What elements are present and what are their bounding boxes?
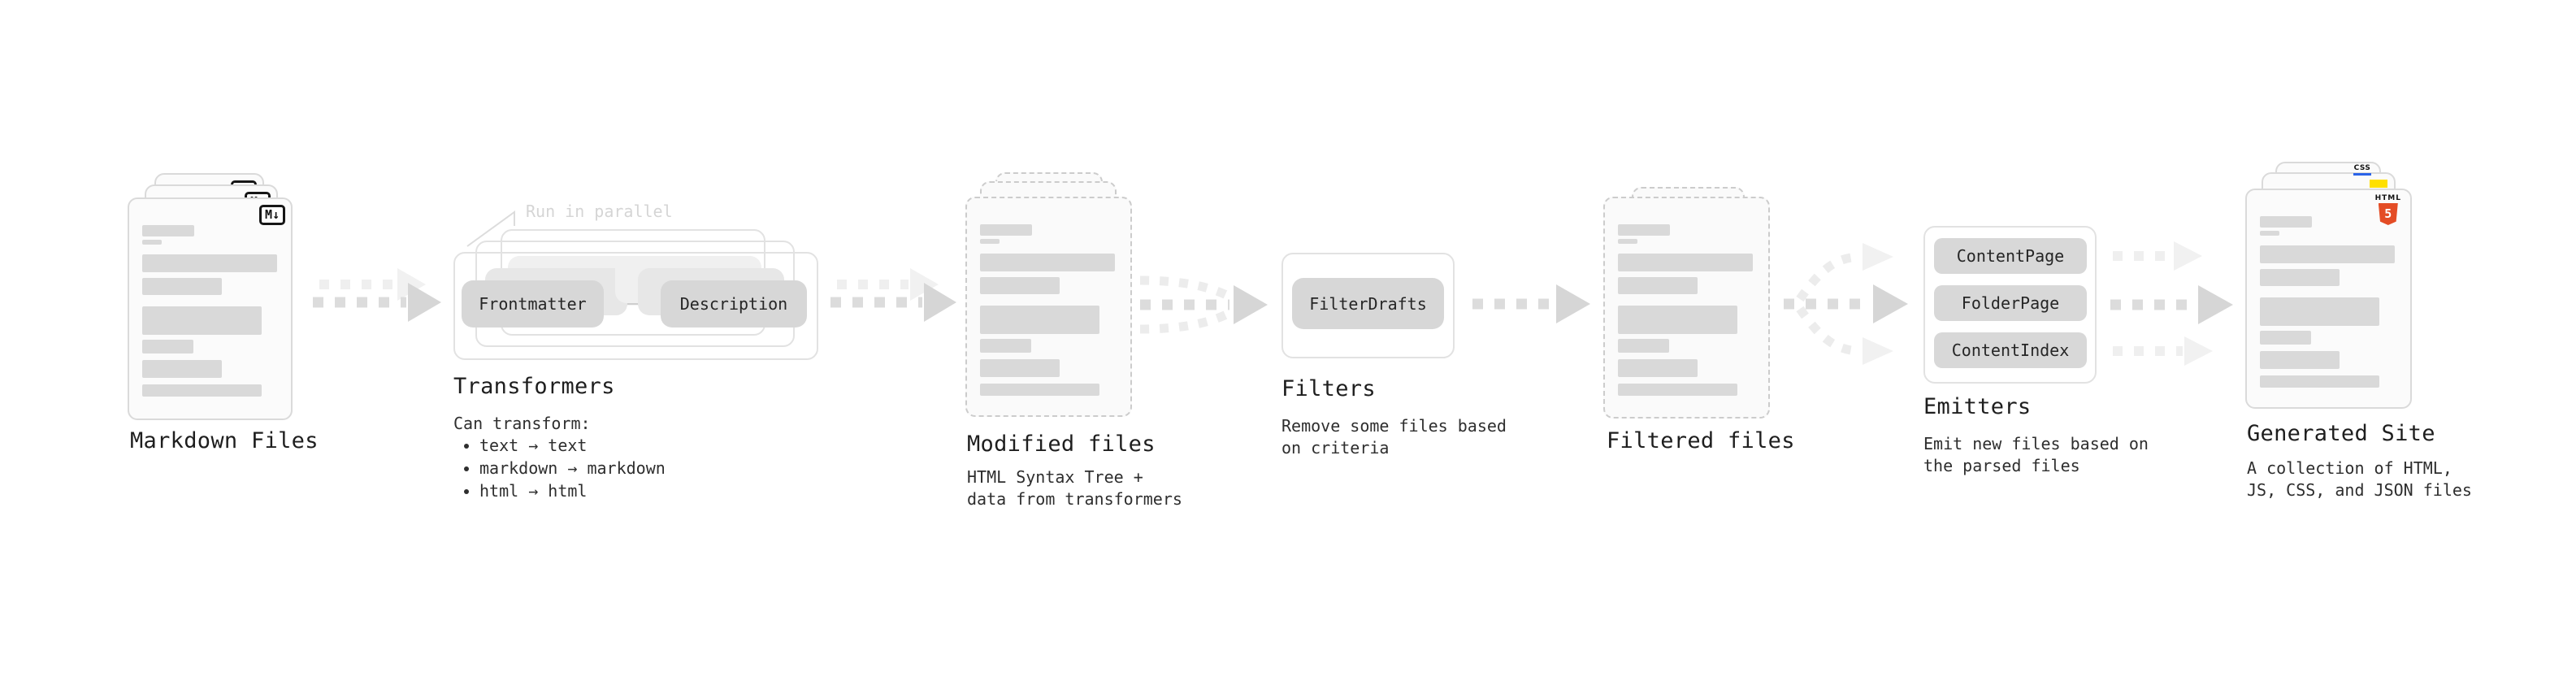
contentindex-pill: ContentIndex <box>1934 332 2087 368</box>
arrow-modified-to-filters <box>1139 275 1268 334</box>
emitters-desc-line: Emit new files based on <box>1923 434 2149 453</box>
transformers-label: Transformers <box>453 374 615 399</box>
emitters-box <box>1923 226 2097 384</box>
modified-files-desc-line: HTML Syntax Tree + <box>967 467 1143 487</box>
skeleton-text-lines <box>142 199 280 397</box>
css-file-icon: CSS <box>2353 165 2371 176</box>
filtered-files-stack <box>1603 187 1798 431</box>
css-badge-text: CSS <box>2353 164 2371 172</box>
transform-bullet: html → html <box>479 479 666 502</box>
filters-group: FilterDrafts <box>1281 253 1455 358</box>
html5-badge-text: HTML <box>2374 194 2401 202</box>
html5-icon: HTML 5 <box>2375 194 2401 225</box>
modified-files-desc-line: data from transformers <box>967 489 1182 509</box>
filtered-files-label: Filtered files <box>1607 428 1795 453</box>
transformers-group: Frontmatter Description <box>453 229 827 367</box>
skeleton-text-lines <box>1618 198 1757 396</box>
skeleton-text-lines <box>980 198 1119 396</box>
markdown-files-stack: M↓ M↓ M↓ <box>128 173 323 425</box>
emitters-group: ContentPage FolderPage ContentIndex <box>1923 226 2097 384</box>
description-pill: Description <box>661 280 807 327</box>
generated-site-desc-line: A collection of HTML, <box>2247 458 2452 478</box>
arrow-emitters-to-generated <box>2110 241 2233 366</box>
modified-files-stack <box>965 172 1160 424</box>
filtered-file-card-front <box>1603 197 1770 419</box>
markdown-icon: M↓ <box>258 205 285 225</box>
generated-site-desc-line: JS, CSS, and JSON files <box>2247 480 2472 500</box>
generated-site-label: Generated Site <box>2247 421 2435 446</box>
skeleton-text-lines <box>2260 190 2399 388</box>
arrow-transformers-to-modified <box>830 268 956 322</box>
arrow-filtered-to-emitters <box>1784 243 1908 365</box>
arrow-filters-to-filtered <box>1472 284 1590 323</box>
modified-file-card-front <box>965 197 1132 417</box>
generated-site-stack: CSS HTML 5 <box>2245 162 2440 414</box>
modified-files-label: Modified files <box>967 432 1156 457</box>
filterdrafts-pill: FilterDrafts <box>1292 278 1444 329</box>
html5-shield: 5 <box>2378 203 2398 225</box>
markdown-files-label: Markdown Files <box>130 428 319 453</box>
markdown-file-card-front: M↓ <box>128 197 293 420</box>
filters-desc-line: on criteria <box>1281 438 1390 458</box>
css-badge-underline <box>2353 173 2371 176</box>
frontmatter-pill: Frontmatter <box>462 280 604 327</box>
emitters-desc-line: the parsed files <box>1923 456 2080 475</box>
folderpage-pill: FolderPage <box>1934 285 2087 321</box>
filters-label: Filters <box>1281 376 1376 401</box>
filters-desc-line: Remove some files based <box>1281 416 1507 436</box>
run-in-parallel-note: Run in parallel <box>526 202 673 221</box>
transformer-box-front <box>453 252 818 360</box>
arrow-markdown-to-transformers <box>313 268 441 322</box>
transformers-bullet-list: text → text markdown → markdown html → h… <box>455 434 666 502</box>
run-in-parallel-callout <box>466 210 515 247</box>
transform-bullet: text → text <box>479 434 666 457</box>
filters-box <box>1281 253 1455 358</box>
transformers-desc-title: Can transform: <box>453 414 591 433</box>
html-file-card: HTML 5 <box>2245 189 2412 409</box>
js-file-icon <box>2370 180 2387 188</box>
emitters-label: Emitters <box>1923 394 2032 419</box>
contentpage-pill: ContentPage <box>1934 238 2087 274</box>
transform-bullet: markdown → markdown <box>479 457 666 479</box>
